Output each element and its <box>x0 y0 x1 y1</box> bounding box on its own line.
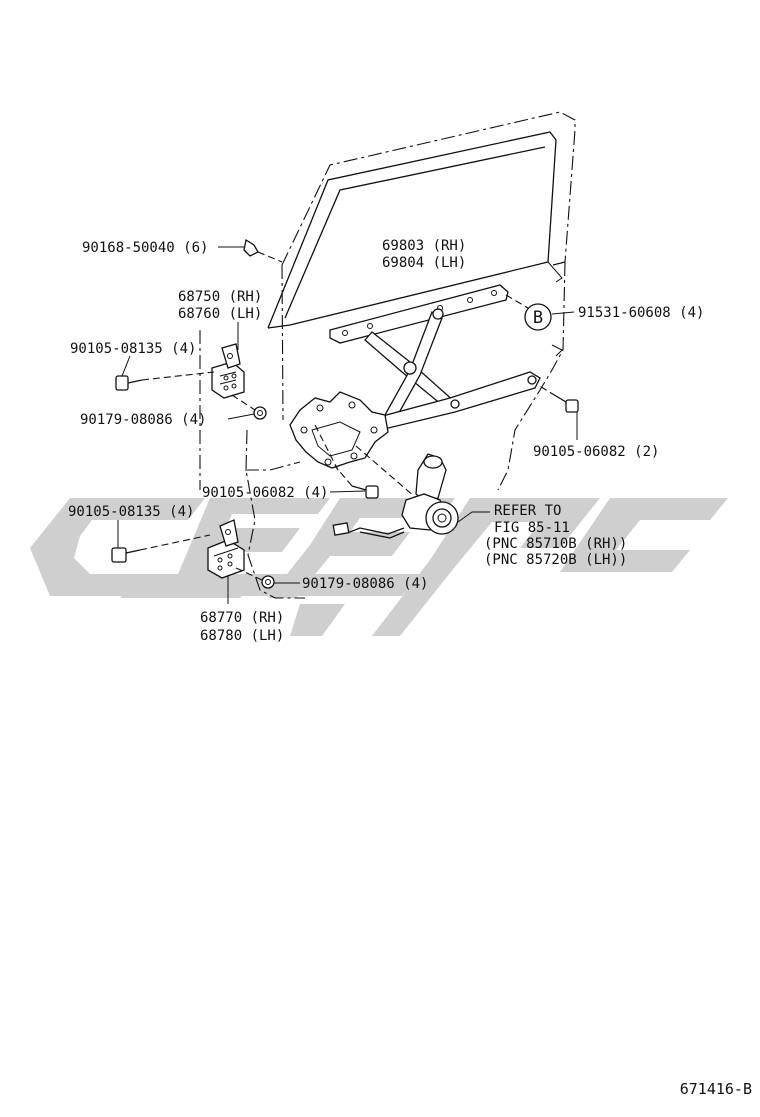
label-69803-rh: 69803 (RH) <box>382 238 466 254</box>
label-90105-06082-right: 90105-06082 (2) <box>533 444 659 460</box>
label-90179-08086-lower: 90179-08086 (4) <box>302 576 428 592</box>
bolt-icon <box>351 485 379 499</box>
label-90179-08086-upper: 90179-08086 (4) <box>80 412 206 428</box>
callout-b-label: B <box>533 308 543 328</box>
nut-icon <box>253 406 267 420</box>
refer-note: REFER TO FIG 85-11 (PNC 85710B (RH)) (PN… <box>484 503 627 568</box>
label-68770-rh: 68770 (RH) <box>200 610 284 626</box>
leader-lines <box>117 246 578 604</box>
label-90105-08135-lower: 90105-08135 (4) <box>68 504 194 520</box>
window-frame <box>267 131 566 357</box>
bolt-icon <box>115 375 143 391</box>
motor-icon <box>332 453 459 539</box>
refer-note-line-4: (PNC 85720B (LH)) <box>484 552 627 568</box>
regulator-base-plate <box>289 391 389 469</box>
refer-note-line-2: FIG 85-11 <box>494 520 570 536</box>
regulator-arms <box>364 308 541 431</box>
callout-circle-icon: B <box>524 303 552 331</box>
refer-note-line-1: REFER TO <box>494 503 561 519</box>
label-68780-lh: 68780 (LH) <box>200 628 284 644</box>
label-68750-rh: 68750 (RH) <box>178 289 262 305</box>
hinge-icon <box>207 519 245 579</box>
figure-id: 671416-B <box>680 1080 752 1098</box>
assembly-lines <box>139 251 557 581</box>
bolt-icon <box>555 395 579 413</box>
regulator-upper-rail <box>329 284 509 344</box>
label-68760-lh: 68760 (LH) <box>178 306 262 322</box>
hinge-icon <box>211 343 245 399</box>
label-69804-lh: 69804 (LH) <box>382 255 466 271</box>
bolt-icon <box>243 238 259 257</box>
nut-icon <box>261 575 275 589</box>
bolt-icon <box>111 547 141 563</box>
label-91531-60608: 91531-60608 (4) <box>578 305 704 321</box>
label-90168-50040: 90168-50040 (6) <box>82 240 208 256</box>
label-90105-06082-left: 90105-06082 (4) <box>202 485 328 501</box>
refer-note-line-3: (PNC 85710B (RH)) <box>484 536 627 552</box>
door-outline <box>199 111 576 599</box>
label-90105-08135-upper: 90105-08135 (4) <box>70 341 196 357</box>
